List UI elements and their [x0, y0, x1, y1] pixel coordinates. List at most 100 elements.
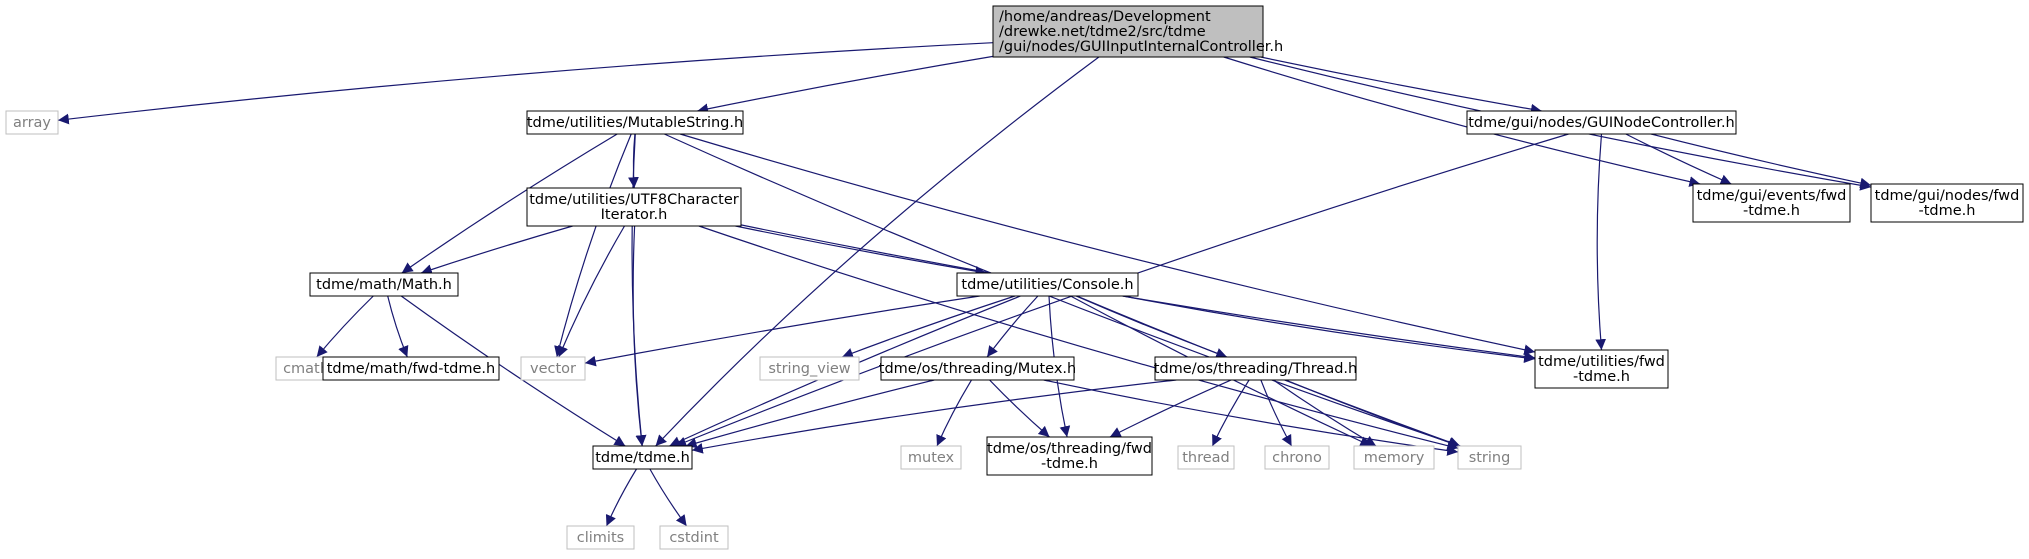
edge-mutex_h-to-threading_fwd — [989, 379, 1050, 438]
node-box — [1870, 183, 2024, 223]
edge-mutex_h-to-string — [1043, 379, 1459, 456]
node-label: mutex — [908, 450, 955, 466]
node-label: memory — [1364, 450, 1425, 466]
node-box — [659, 525, 729, 550]
node-guievents-fwd[interactable]: tdme/gui/events/fwd-tdme.h — [1692, 183, 1851, 223]
edge-root-to-array — [57, 42, 994, 125]
edge-root-to-mutablestring — [697, 55, 994, 115]
node-box — [900, 445, 962, 470]
node-label: tdme/gui/events/fwd — [1697, 188, 1847, 204]
edge-mutablestring-to-utilities_fwd — [679, 133, 1536, 356]
node-thread: thread — [1177, 445, 1235, 470]
node-math[interactable]: tdme/math/Math.h — [309, 272, 459, 297]
edge-mutablestring-to-math — [401, 133, 618, 274]
node-memory: memory — [1353, 445, 1435, 470]
node-box — [309, 272, 459, 297]
node-label: -tdme.h — [1919, 203, 1976, 219]
node-root[interactable]: /home/andreas/Development/drewke.net/tdm… — [992, 5, 1283, 58]
node-label: /home/andreas/Development — [999, 9, 1211, 25]
edge-guinodecontroller-to-utilities_fwd — [1595, 133, 1607, 351]
node-console[interactable]: tdme/utilities/Console.h — [956, 272, 1139, 297]
node-box — [992, 5, 1264, 58]
node-chrono: chrono — [1264, 445, 1330, 470]
node-box — [520, 356, 586, 381]
node-mutablestring[interactable]: tdme/utilities/MutableString.h — [526, 110, 744, 135]
edge-tdme_h-to-climits — [605, 468, 638, 527]
node-label: tdme/os/threading/Mutex.h — [879, 361, 1076, 377]
node-vector: vector — [520, 356, 586, 381]
edge-console-to-mutex_h — [986, 295, 1039, 358]
edge-math-to-tdme_h — [400, 295, 626, 447]
node-math-fwd[interactable]: tdme/math/fwd-tdme.h — [322, 356, 500, 381]
node-label: tdme/os/threading/Thread.h — [1154, 361, 1357, 377]
node-label: Iterator.h — [601, 207, 668, 223]
node-label: vector — [530, 361, 576, 377]
edge-root-to-tdme_h — [655, 56, 1100, 447]
node-array: array — [5, 110, 59, 135]
node-guinodecontroller[interactable]: tdme/gui/nodes/GUINodeController.h — [1466, 110, 1737, 135]
edge-console-to-string_view — [841, 295, 1016, 359]
node-box — [592, 445, 693, 470]
edge-console-to-vector — [584, 295, 980, 367]
node-label: -tdme.h — [1041, 456, 1098, 472]
node-box — [5, 110, 59, 135]
edge-tdme_h-to-cstdint — [649, 468, 688, 527]
node-label: array — [13, 115, 51, 131]
node-thread-h[interactable]: tdme/os/threading/Thread.h — [1154, 356, 1357, 381]
node-box — [526, 110, 744, 135]
edge-thread_h-to-string — [1285, 379, 1460, 448]
node-utilities-fwd[interactable]: tdme/utilities/fwd-tdme.h — [1534, 349, 1669, 389]
node-tdme-h[interactable]: tdme/tdme.h — [592, 445, 693, 470]
node-climits: climits — [566, 525, 635, 550]
node-label: tdme/utilities/Console.h — [961, 277, 1133, 293]
node-cmath: cmath — [275, 356, 337, 381]
edge-thread_h-to-thread — [1211, 379, 1250, 447]
edge-root-to-guievents_fwd — [1223, 56, 1701, 187]
edge-math-to-cmath — [316, 295, 374, 358]
node-label: tdme/tdme.h — [595, 450, 690, 466]
edge-utf8-to-console — [735, 225, 987, 277]
node-box — [526, 187, 742, 227]
node-guinodes-fwd[interactable]: tdme/gui/nodes/fwd-tdme.h — [1870, 183, 2024, 223]
edge-utf8-to-tdme_h — [632, 225, 647, 447]
node-mutex: mutex — [900, 445, 962, 470]
edge-mutex_h-to-tdme_h — [685, 379, 935, 449]
node-threading-fwd[interactable]: tdme/os/threading/fwd-tdme.h — [986, 436, 1153, 476]
node-label: string_view — [768, 361, 850, 377]
edge-math-to-math_fwd — [387, 295, 409, 358]
node-label: cmath — [283, 361, 329, 377]
node-label: string — [1469, 450, 1511, 466]
node-label: chrono — [1272, 450, 1322, 466]
node-box — [322, 356, 500, 381]
node-label: cstdint — [669, 530, 719, 546]
edge-utf8-to-string — [698, 225, 1459, 451]
node-box — [566, 525, 635, 550]
edge-guinodecontroller-to-guinodes_fwd — [1650, 133, 1872, 189]
edge-thread_h-to-threading_fwd — [1109, 379, 1232, 438]
edge-mutablestring-to-vector — [554, 133, 632, 358]
node-box — [1692, 183, 1851, 223]
node-box — [1177, 445, 1235, 470]
node-label: -tdme.h — [1743, 203, 1800, 219]
edge-utf8-to-math — [420, 225, 573, 275]
node-label: tdme/math/fwd-tdme.h — [327, 361, 495, 377]
edge-thread_h-to-memory — [1273, 379, 1377, 447]
node-label: tdme/utilities/fwd — [1538, 354, 1665, 370]
node-box — [1154, 356, 1357, 381]
node-mutex-h[interactable]: tdme/os/threading/Mutex.h — [879, 356, 1076, 381]
node-label: thread — [1182, 450, 1230, 466]
nodes-layer: /home/andreas/Development/drewke.net/tdm… — [5, 5, 2024, 550]
node-label: tdme/math/Math.h — [316, 277, 452, 293]
edge-root-to-guinodecontroller — [1260, 56, 1542, 115]
edge-thread_h-to-chrono — [1260, 379, 1293, 447]
node-label: tdme/gui/nodes/GUINodeController.h — [1468, 115, 1735, 131]
node-label: tdme/utilities/MutableString.h — [527, 115, 743, 131]
edge-thread_h-to-tdme_h — [691, 379, 1177, 454]
edge-utf8-to-vector — [557, 225, 626, 358]
edge-console-to-utilities_fwd — [1122, 295, 1536, 363]
node-box — [880, 356, 1075, 381]
node-box — [1264, 445, 1330, 470]
node-box — [759, 356, 860, 381]
